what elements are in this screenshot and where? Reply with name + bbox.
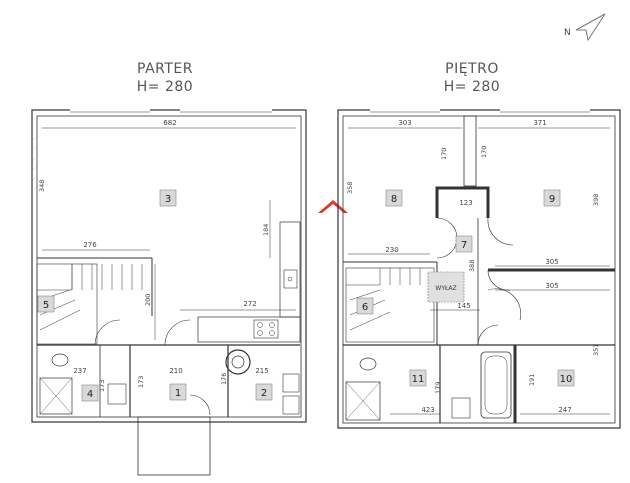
ground-dimensions: 682 348 276 200 272 184 210 215 237 173 … bbox=[38, 119, 270, 392]
room-label-1: 1 bbox=[175, 388, 181, 399]
dim-305a: 305 bbox=[545, 258, 558, 266]
room-label-3: 3 bbox=[165, 194, 171, 205]
dim-348: 348 bbox=[38, 180, 46, 192]
room-label-5: 5 bbox=[43, 300, 49, 311]
dim-184: 184 bbox=[262, 224, 270, 236]
room-label-11: 11 bbox=[412, 374, 425, 385]
upper-room-labels: 8 9 7 6 11 10 WYŁAZ bbox=[356, 189, 575, 387]
dim-388: 388 bbox=[468, 260, 476, 272]
dim-173a: 173 bbox=[98, 380, 106, 392]
dim-682: 682 bbox=[163, 119, 176, 127]
dim-200: 200 bbox=[144, 294, 152, 306]
ground-floor-title: PARTER bbox=[137, 61, 193, 77]
dim-170a: 170 bbox=[440, 148, 448, 160]
ground-hatch bbox=[32, 136, 37, 191]
dim-191: 191 bbox=[528, 374, 536, 386]
compass: N bbox=[564, 13, 606, 42]
upper-floor-title: PIĘTRO bbox=[445, 61, 499, 77]
dim-210: 210 bbox=[169, 367, 182, 375]
dim-176: 176 bbox=[220, 373, 228, 385]
ground-room-labels: 3 5 1 2 4 bbox=[37, 189, 273, 402]
dim-170b: 170 bbox=[480, 146, 488, 158]
dim-358: 358 bbox=[346, 182, 354, 194]
dim-303: 303 bbox=[398, 119, 411, 127]
room-label-7: 7 bbox=[461, 240, 467, 251]
ground-floor-plan bbox=[31, 108, 307, 476]
dim-230: 230 bbox=[385, 246, 398, 254]
compass-label: N bbox=[564, 28, 571, 38]
room-label-8: 8 bbox=[391, 194, 397, 205]
dim-351: 351 bbox=[592, 344, 600, 356]
dim-247: 247 bbox=[558, 406, 571, 414]
dim-305b: 305 bbox=[545, 282, 558, 290]
dim-173b: 173 bbox=[137, 376, 145, 388]
room-label-9: 9 bbox=[549, 194, 555, 205]
dim-423: 423 bbox=[421, 406, 434, 414]
dim-145: 145 bbox=[457, 302, 470, 310]
room-label-4: 4 bbox=[87, 389, 93, 400]
upper-dimensions: 303 371 170 170 358 398 123 230 388 305 … bbox=[346, 119, 600, 414]
room-label-10: 10 bbox=[560, 374, 573, 385]
upper-floor-height: H= 280 bbox=[444, 79, 500, 95]
dim-276: 276 bbox=[83, 241, 97, 249]
dim-123: 123 bbox=[459, 199, 472, 207]
dim-179: 179 bbox=[434, 382, 442, 394]
ground-floor-height: H= 280 bbox=[137, 79, 193, 95]
dim-215: 215 bbox=[255, 367, 268, 375]
hatch-label: WYŁAZ bbox=[435, 285, 456, 292]
dim-398: 398 bbox=[592, 194, 600, 206]
dim-237: 237 bbox=[73, 367, 86, 375]
room-label-2: 2 bbox=[261, 388, 267, 399]
upper-floor-plan bbox=[337, 108, 621, 429]
compass-arrow-icon bbox=[575, 13, 606, 42]
room-label-6: 6 bbox=[362, 302, 368, 313]
dim-272: 272 bbox=[243, 300, 256, 308]
watermark-logo-icon bbox=[318, 200, 348, 213]
dim-371: 371 bbox=[533, 119, 546, 127]
